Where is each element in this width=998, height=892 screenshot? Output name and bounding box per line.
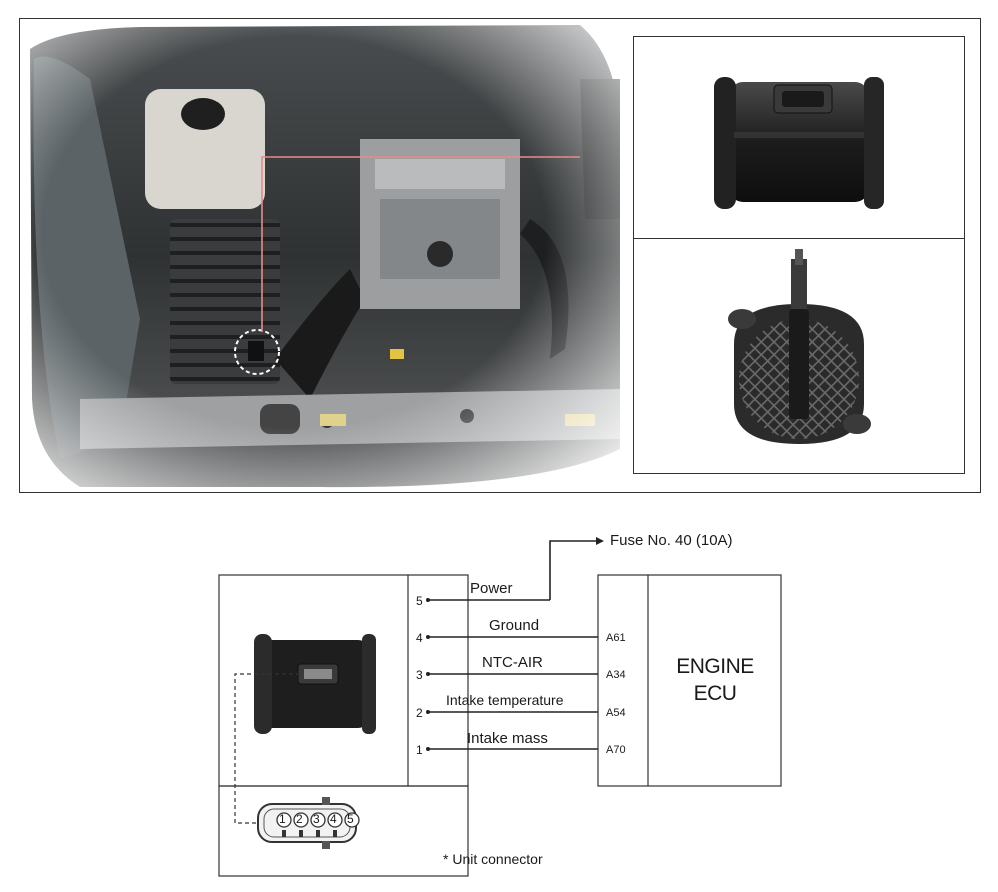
connector-pin-2-label: 2 bbox=[296, 812, 303, 826]
wire-label-power: Power bbox=[470, 580, 513, 597]
ecu-label-line2: ECU bbox=[693, 682, 737, 705]
fuse-arrow-icon bbox=[596, 537, 604, 545]
sensor-side-view-inset bbox=[633, 36, 965, 239]
wiring-diagram bbox=[218, 537, 782, 877]
connector-pin-3-label: 3 bbox=[313, 812, 320, 826]
fuse-label: Fuse No. 40 (10A) bbox=[610, 532, 733, 549]
sensor-pin-5: 5 bbox=[416, 594, 423, 608]
leader-line bbox=[261, 156, 580, 332]
connector-pin-1-label: 1 bbox=[279, 812, 286, 826]
maf-sensor-side-image bbox=[714, 77, 884, 209]
maf-sensor-front-image bbox=[728, 249, 871, 444]
ecu-pin-a61: A61 bbox=[606, 632, 626, 644]
wire-label-intake-mass: Intake mass bbox=[467, 730, 548, 747]
sensor-pin-2: 2 bbox=[416, 706, 423, 720]
wire-label-ntc-air: NTC-AIR bbox=[482, 654, 543, 671]
connector-box bbox=[218, 785, 469, 877]
ecu-label-line1: ENGINE bbox=[676, 655, 754, 678]
connector-pin-circles bbox=[276, 812, 360, 837]
wire-label-intake-temperature: Intake temperature bbox=[446, 692, 564, 708]
sensor-pin-4: 4 bbox=[416, 631, 423, 645]
sensor-front-view-inset bbox=[633, 238, 965, 474]
ecu-pin-a54: A54 bbox=[606, 707, 626, 719]
ecu-pin-a70: A70 bbox=[606, 744, 626, 756]
ecu-pin-a34: A34 bbox=[606, 669, 626, 681]
wire-label-ground: Ground bbox=[489, 617, 540, 634]
engine-bay-photo bbox=[20, 19, 630, 492]
unit-connector-note: * Unit connector bbox=[443, 851, 543, 867]
ecu-label: ENGINE ECU bbox=[650, 653, 780, 707]
connector-pin-5-label: 5 bbox=[347, 812, 354, 826]
ecu-box bbox=[597, 574, 782, 787]
sensor-pin-3: 3 bbox=[416, 668, 423, 682]
sensor-pin-1: 1 bbox=[416, 743, 423, 757]
connector-pin-4-label: 4 bbox=[330, 812, 337, 826]
maf-sensor-diagram-image bbox=[254, 634, 376, 734]
